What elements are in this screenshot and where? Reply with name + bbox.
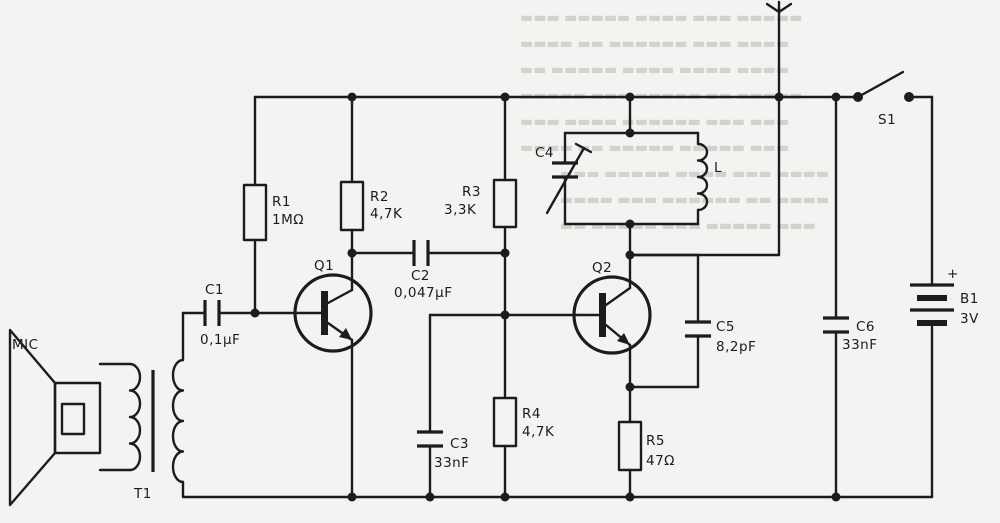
resistor-r5	[617, 420, 643, 472]
resistor-r4	[492, 396, 518, 448]
microphone-symbol	[8, 328, 132, 507]
svg-text:▬▬ ▬▬▬▬▬ ▬▬▬▬ ▬▬▬▬ ▬▬▬▬: ▬▬ ▬▬▬▬▬ ▬▬▬▬ ▬▬▬▬ ▬▬▬▬	[520, 62, 789, 78]
c1-name: C1	[205, 282, 224, 298]
variable-capacitor-c4	[545, 142, 593, 215]
capacitor-c5	[685, 320, 711, 338]
c3-value: 33nF	[434, 455, 470, 471]
c5-value: 8,2pF	[716, 339, 756, 355]
capacitor-c1	[203, 300, 221, 326]
r2-name: R2	[370, 189, 389, 205]
svg-text:▬▬▬▬ ▬▬ ▬▬▬▬▬▬ ▬▬▬ ▬▬▬▬: ▬▬▬▬ ▬▬ ▬▬▬▬▬▬ ▬▬▬ ▬▬▬▬	[520, 36, 789, 52]
c6-value: 33nF	[842, 337, 878, 353]
battery-b1	[910, 283, 954, 326]
s1-label: S1	[878, 112, 896, 128]
l-label: L	[714, 160, 722, 176]
c3-name: C3	[450, 436, 469, 452]
coil-l	[696, 142, 709, 212]
capacitor-c2	[412, 240, 430, 266]
antenna-icon	[765, 0, 793, 14]
transformer-t1	[128, 358, 185, 484]
c1-value: 0,1µF	[200, 332, 240, 348]
c2-name: C2	[411, 268, 430, 284]
r5-name: R5	[646, 433, 665, 449]
junction-dots	[250, 92, 841, 502]
resistor-r2	[339, 180, 365, 232]
resistor-r1	[242, 183, 268, 242]
svg-text:▬▬▬▬ ▬▬▬ ▬▬▬▬▬▬ ▬▬ ▬▬▬▬: ▬▬▬▬ ▬▬▬ ▬▬▬▬▬▬ ▬▬ ▬▬▬▬	[560, 192, 829, 208]
resistor-r3	[492, 178, 518, 229]
switch-s1	[853, 70, 914, 102]
r4-value: 4,7K	[522, 424, 555, 440]
t1-label: T1	[133, 486, 152, 502]
capacitor-c6	[823, 316, 849, 334]
r3-value: 3,3K	[444, 202, 477, 218]
q2-label: Q2	[592, 260, 612, 276]
svg-text:▬▬▬ ▬▬▬▬▬ ▬▬▬▬ ▬▬▬ ▬▬▬▬: ▬▬▬ ▬▬▬▬▬ ▬▬▬▬ ▬▬▬ ▬▬▬▬	[560, 166, 829, 182]
c4-label: C4	[535, 145, 554, 161]
transistor-q1	[293, 273, 373, 353]
c6-name: C6	[856, 319, 875, 335]
r5-value: 47Ω	[646, 453, 675, 469]
svg-text:▬▬▬ ▬▬▬▬▬ ▬▬▬▬ ▬▬▬ ▬▬▬▬▬: ▬▬▬ ▬▬▬▬▬ ▬▬▬▬ ▬▬▬ ▬▬▬▬▬	[520, 10, 802, 26]
q1-label: Q1	[314, 258, 334, 274]
svg-text:▬▬ ▬▬▬▬▬ ▬▬▬ ▬▬▬▬▬ ▬▬▬: ▬▬ ▬▬▬▬▬ ▬▬▬ ▬▬▬▬▬ ▬▬▬	[560, 218, 816, 234]
b1-value: 3V	[960, 311, 979, 327]
r4-name: R4	[522, 406, 541, 422]
capacitor-c3	[417, 430, 443, 448]
c5-name: C5	[716, 319, 735, 335]
r1-name: R1	[272, 194, 291, 210]
wires	[181, 6, 934, 499]
svg-text:▬▬▬▬ ▬▬ ▬▬▬▬▬ ▬▬▬▬▬ ▬▬▬: ▬▬▬▬ ▬▬ ▬▬▬▬▬ ▬▬▬▬▬ ▬▬▬	[520, 140, 789, 156]
c2-value: 0,047µF	[394, 285, 453, 301]
r3-name: R3	[462, 184, 481, 200]
r1-value: 1MΩ	[272, 212, 304, 228]
b1-plus: +	[947, 266, 959, 282]
transistor-q2	[572, 275, 652, 355]
b1-name: B1	[960, 291, 979, 307]
svg-text:▬▬▬ ▬▬▬▬ ▬▬▬▬▬▬ ▬▬▬ ▬▬▬: ▬▬▬ ▬▬▬▬ ▬▬▬▬▬▬ ▬▬▬ ▬▬▬	[520, 114, 789, 130]
mic-label: MIC	[12, 337, 39, 353]
r2-value: 4,7K	[370, 206, 403, 222]
